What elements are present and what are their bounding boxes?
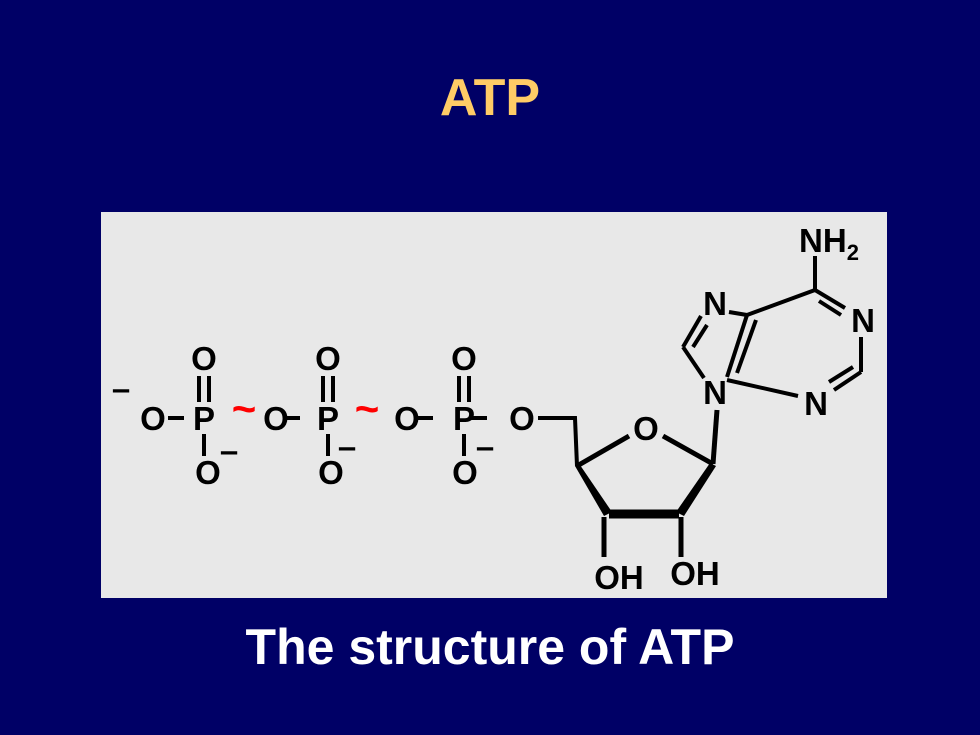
bond-n7-c8 bbox=[681, 314, 703, 349]
wedge-c4-c3 bbox=[575, 465, 612, 516]
atp-structure-diagram: – O O P O – O O P O – O O P O – O O OH O… bbox=[101, 212, 887, 598]
atom-labels: – O O P O – O O P O – O O P O – O O OH O… bbox=[112, 222, 875, 596]
bond-c8-n9 bbox=[681, 345, 706, 380]
atom-n3: N bbox=[804, 385, 828, 422]
adenine-bonds bbox=[681, 256, 863, 398]
phosphate-bonds bbox=[168, 376, 579, 467]
bond-c1-n9 bbox=[710, 409, 720, 465]
atom-o-p2-bottom: O bbox=[318, 454, 344, 491]
atom-o-p2-top: O bbox=[315, 340, 341, 377]
atp-structure-svg: – O O P O – O O P O – O O P O – O O OH O… bbox=[112, 222, 875, 596]
atom-n9: N bbox=[703, 374, 727, 411]
slide-caption: The structure of ATP bbox=[245, 619, 735, 675]
atom-n7: N bbox=[703, 285, 727, 322]
bond-c6-n1 bbox=[813, 288, 847, 310]
amine-label: NH bbox=[799, 222, 847, 259]
atom-p1: P bbox=[193, 400, 215, 437]
bond-o4-ch2 bbox=[538, 416, 579, 467]
charge-p3: – bbox=[476, 428, 494, 465]
amine-group: NH2 bbox=[799, 222, 859, 265]
ribose-bonds bbox=[575, 409, 720, 557]
atom-o2: O bbox=[263, 400, 289, 437]
atom-o-p3-top: O bbox=[451, 340, 477, 377]
atom-ribose-o: O bbox=[633, 410, 659, 447]
charge-p1: – bbox=[220, 432, 238, 469]
atom-o-p1-bottom: O bbox=[195, 454, 221, 491]
atom-o3: O bbox=[394, 400, 420, 437]
ribose-oh-left: OH bbox=[594, 559, 644, 596]
atom-p3: P bbox=[453, 400, 475, 437]
bond-c4-c5 bbox=[725, 314, 749, 378]
atom-n1: N bbox=[851, 302, 875, 339]
bond-c2-n3-inner bbox=[827, 365, 855, 384]
ribose-oh-right: OH bbox=[670, 555, 720, 592]
bond-c4-c5-inner bbox=[735, 319, 758, 374]
atom-o-p1-top: O bbox=[191, 340, 217, 377]
amine-subscript: 2 bbox=[847, 240, 859, 265]
bond-n7-c8-inner bbox=[691, 323, 709, 349]
atom-o1: O bbox=[140, 400, 166, 437]
bond-o-c1 bbox=[661, 433, 715, 467]
bond-c5-c6 bbox=[746, 288, 816, 317]
atom-o4: O bbox=[509, 400, 535, 437]
bond-c6-n1-inner bbox=[817, 299, 843, 317]
high-energy-bond-1: ~ bbox=[232, 385, 257, 432]
wedge-c1-c2 bbox=[676, 463, 716, 516]
high-energy-bond-2: ~ bbox=[355, 385, 380, 432]
bond-c4-o bbox=[575, 433, 631, 469]
high-energy-bonds: ~ ~ bbox=[232, 385, 380, 432]
atom-p2: P bbox=[317, 400, 339, 437]
charge-p2: – bbox=[338, 428, 356, 465]
charge-o1: – bbox=[112, 370, 130, 407]
bond-c2-n3 bbox=[832, 370, 863, 392]
bond-c4-n3 bbox=[726, 378, 799, 398]
bond-c5-n7 bbox=[728, 310, 748, 317]
slide-title: ATP bbox=[439, 69, 541, 127]
atom-o-p3-bottom: O bbox=[452, 454, 478, 491]
